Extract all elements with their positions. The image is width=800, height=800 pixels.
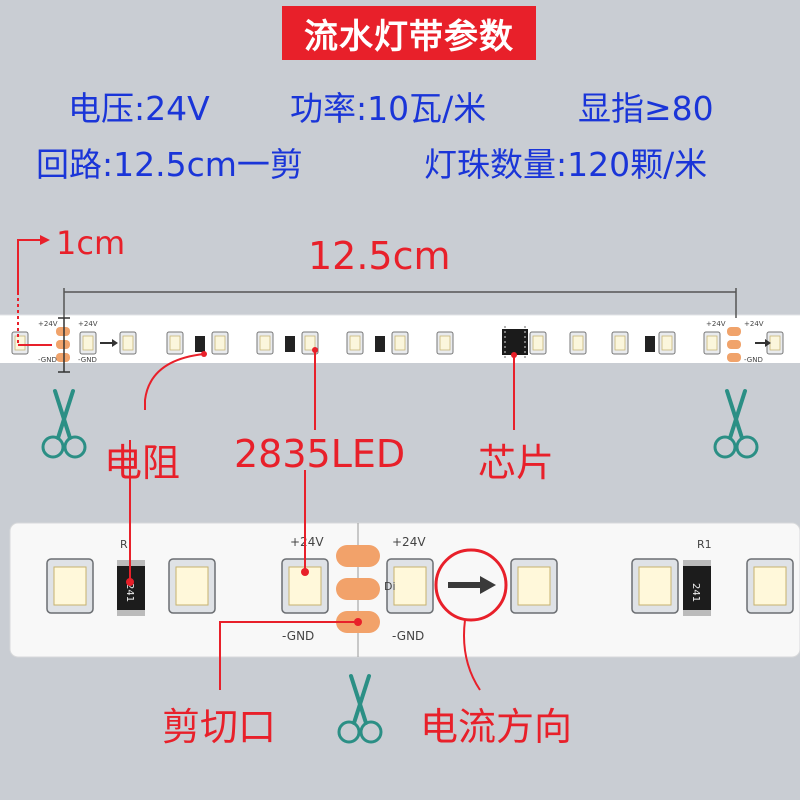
pcb-label-r1: R1: [697, 538, 712, 551]
strip-led: [211, 331, 229, 355]
strip-resistor: [195, 336, 205, 352]
pcb-label-24v: +24V: [392, 535, 426, 549]
dimension-12-5cm: [63, 288, 737, 318]
strip-led: [346, 331, 364, 355]
small-arrow-icon: [765, 339, 771, 347]
strip-led: [11, 331, 29, 355]
closeup-led: [510, 558, 558, 614]
label-current-direction: 电流方向: [420, 705, 573, 749]
closeup-led: [46, 558, 94, 614]
strip-led: [529, 331, 547, 355]
strip-led: [166, 331, 184, 355]
pcb-label-24v: +24V: [744, 320, 764, 328]
strip-resistor: [375, 336, 385, 352]
pcb-label-di: Di: [384, 580, 396, 593]
title-banner: 流水灯带参数: [282, 6, 536, 60]
closeup-led: [168, 558, 216, 614]
small-arrow-icon: [112, 339, 118, 347]
label-resistor: 电阻: [104, 441, 181, 485]
strip-led: [119, 331, 137, 355]
strip-resistor: [285, 336, 295, 352]
strip-led: [611, 331, 629, 355]
closeup-led: [631, 558, 679, 614]
strip-led: [703, 331, 721, 355]
copper-pad: [56, 327, 70, 336]
pcb-label-24v: +24V: [78, 320, 98, 328]
pcb-label-r: R: [120, 538, 128, 551]
dimension-1cm-label: 1cm: [56, 224, 126, 262]
pcb-label-gnd: -GND: [38, 356, 57, 364]
pcb-label-gnd: -GND: [282, 629, 314, 643]
closeup-led: [746, 558, 794, 614]
copper-pad: [336, 578, 380, 600]
label-led: 2835LED: [234, 432, 406, 476]
dimension-1cm: [17, 235, 70, 373]
copper-pad: [56, 353, 70, 362]
scissors-icon: [713, 389, 759, 459]
strip-led: [256, 331, 274, 355]
copper-pad: [336, 545, 380, 567]
label-cut-mark: 剪切口: [162, 705, 277, 749]
strip-led: [79, 331, 97, 355]
spec-power: 功率:10瓦/米: [290, 89, 487, 128]
label-chip: 芯片: [478, 441, 555, 485]
pcb-label-gnd: -GND: [744, 356, 763, 364]
current-highlight-circle: [434, 548, 508, 622]
resistor-code: 241: [690, 583, 701, 602]
scissors-icon: [41, 389, 87, 459]
strip-led: [569, 331, 587, 355]
spec-voltage: 电压:24V: [68, 89, 210, 128]
pcb-label-24v: +24V: [706, 320, 726, 328]
copper-pad: [56, 340, 70, 349]
dimension-12-5cm-label: 12.5cm: [308, 234, 451, 278]
spec-cri: 显指≥80: [578, 89, 714, 128]
copper-pad: [727, 353, 741, 362]
current-arrow-icon: [448, 576, 496, 594]
copper-pad: [727, 327, 741, 336]
ic-chip: [502, 326, 528, 358]
strip-resistor: [645, 336, 655, 352]
scissors-icon: [337, 674, 383, 744]
closeup-resistor: [683, 560, 711, 616]
strip-led: [658, 331, 676, 355]
cut-pointer: [219, 621, 358, 690]
resistor-pointer: [144, 353, 205, 410]
pcb-label-24v: +24V: [38, 320, 58, 328]
resistor-code: 241: [124, 583, 135, 602]
pcb-label-gnd: -GND: [78, 356, 97, 364]
strip-led: [436, 331, 454, 355]
spec-led-count: 灯珠数量:120颗/米: [424, 145, 708, 184]
copper-pad: [727, 340, 741, 349]
pcb-label-24v: +24V: [290, 535, 324, 549]
spec-circuit: 回路:12.5cm一剪: [36, 145, 303, 184]
current-pointer: [463, 619, 481, 691]
strip-led: [391, 331, 409, 355]
pcb-label-gnd: -GND: [392, 629, 424, 643]
